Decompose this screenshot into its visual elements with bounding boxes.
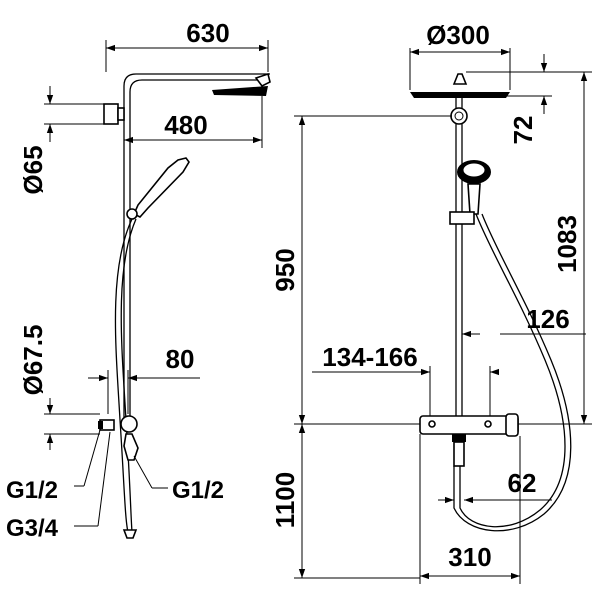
dimension-62: 62 — [508, 468, 537, 498]
side-wall-bracket — [103, 103, 119, 125]
dimension-950: 950 — [270, 248, 300, 291]
side-outlet — [123, 433, 139, 461]
side-hand-shower — [132, 157, 190, 218]
front-hose — [459, 213, 566, 528]
thread-label-g1-2-right: G1/2 — [172, 477, 224, 504]
front-view: Ø300 72 950 1083 126 134-166 1100 — [270, 20, 592, 584]
front-rain-shower-head — [410, 92, 510, 98]
front-hand-shower-handle — [467, 183, 481, 215]
dimension-1083: 1083 — [552, 215, 582, 273]
dimension-72: 72 — [508, 116, 538, 145]
dimension-134-166: 134-166 — [322, 342, 417, 372]
dimension-d67-5: Ø67.5 — [18, 325, 48, 396]
thread-label-g1-2-left: G1/2 — [6, 477, 58, 504]
front-outlet — [452, 434, 466, 442]
dimension-480: 480 — [164, 110, 207, 140]
front-wall-bracket — [450, 107, 468, 125]
dimension-630: 630 — [186, 18, 229, 48]
side-view: 630 480 Ø65 Ø67.5 80 G1/2 G3/4 G1/2 — [6, 18, 271, 542]
front-slider — [449, 211, 475, 225]
side-overhead-arm — [123, 73, 270, 87]
dimension-310: 310 — [448, 542, 491, 572]
side-thermostat-body — [120, 415, 138, 433]
dimension-80: 80 — [166, 344, 195, 374]
dimension-1100: 1100 — [270, 472, 300, 528]
front-thermostat-knob — [505, 413, 519, 437]
thread-label-g3-4: G3/4 — [6, 515, 59, 542]
dimension-126: 126 — [526, 304, 569, 334]
side-hose — [114, 218, 133, 533]
side-rain-shower-head — [212, 86, 268, 96]
dimension-d300: Ø300 — [426, 20, 490, 50]
side-hand-shower-holder — [126, 208, 138, 220]
dimension-d65: Ø65 — [18, 145, 48, 194]
